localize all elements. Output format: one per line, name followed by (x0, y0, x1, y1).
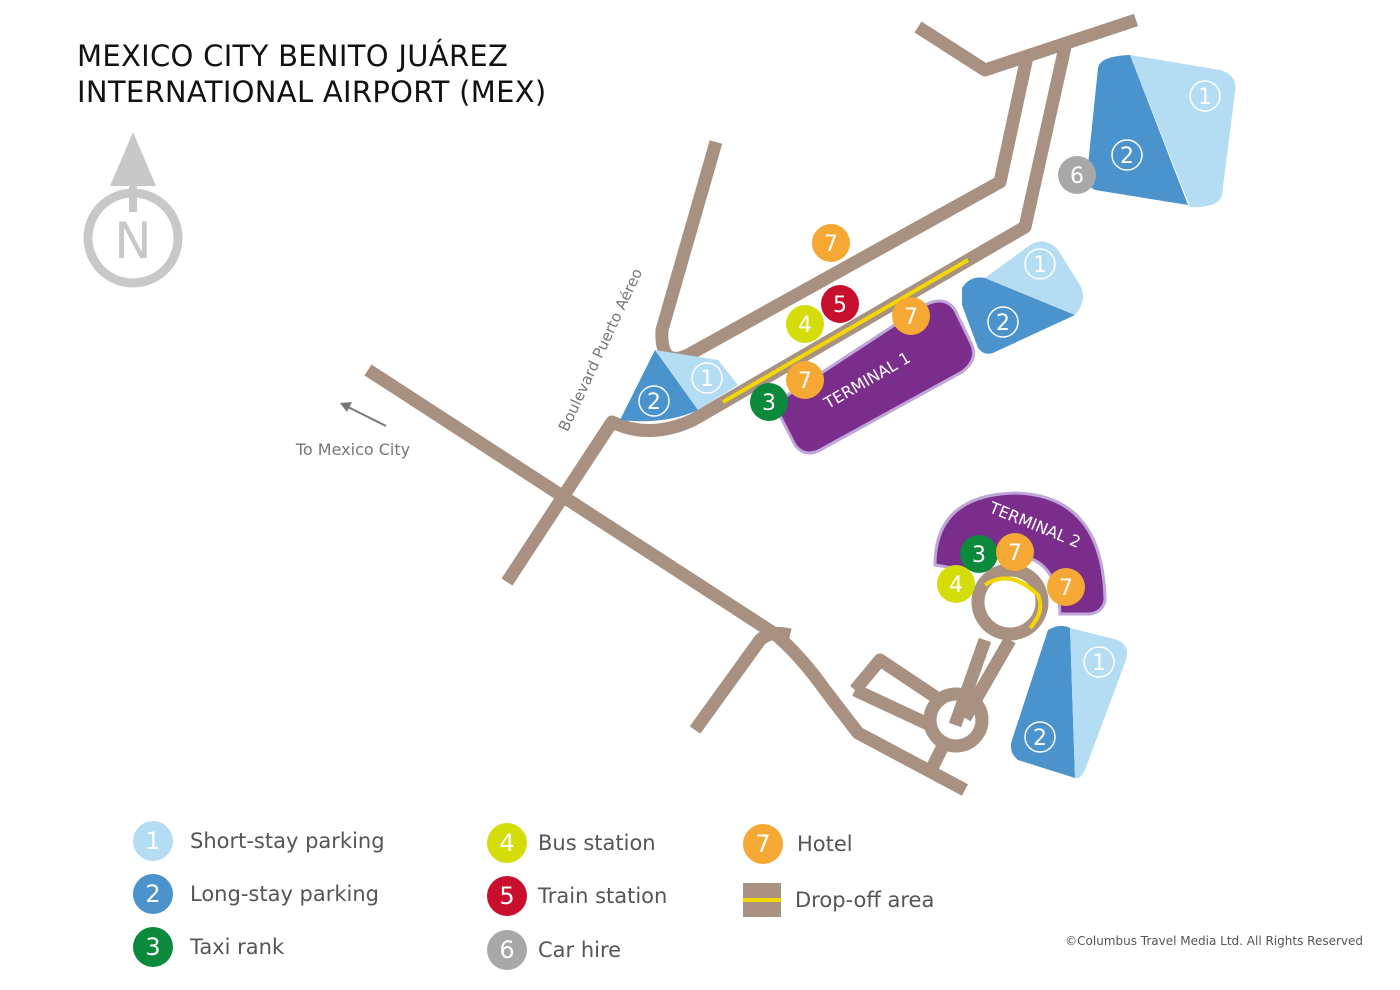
road-top-left (914, 13, 1139, 77)
road-south-exit (924, 745, 948, 775)
legend-label-taxi: Taxi rank (190, 935, 285, 959)
legend-label-bus: Bus station (538, 831, 656, 855)
legend-label-long-stay: Long-stay parking (190, 882, 380, 906)
legend-label-hotel: Hotel (797, 832, 853, 856)
legend-item-short-stay: 1 Short-stay parking (133, 821, 385, 861)
bus-station-icon: 4 (487, 823, 527, 863)
parking-terminal-2 (1010, 625, 1127, 779)
parking-t2-short-stay (1070, 628, 1127, 779)
legend-item-car-hire: 6 Car hire (487, 930, 621, 970)
legend-label-train: Train station (538, 884, 668, 908)
road-loop (850, 653, 944, 731)
road-southwest-spur (689, 626, 792, 734)
copyright-notice: ©Columbus Travel Media Ltd. All Rights R… (1065, 934, 1363, 948)
train-station-icon: 5 (487, 876, 527, 916)
direction-arrowhead-icon (340, 402, 352, 412)
legend-item-bus: 4 Bus station (487, 823, 656, 863)
compass-letter: N (114, 212, 151, 270)
map-title: MEXICO CITY BENITO JUÁREZ INTERNATIONAL … (77, 38, 546, 110)
terminal-1: TERMINAL 1 (772, 299, 976, 455)
legend-label-dropoff: Drop-off area (795, 888, 935, 912)
car-hire-icon: 6 (487, 930, 527, 970)
hotel-icon: 7 (743, 824, 783, 864)
dropoff-area-icon (743, 883, 781, 917)
terminal-1-building (772, 299, 976, 455)
legend-item-taxi: 3 Taxi rank (133, 927, 284, 967)
legend-item-train: 5 Train station (487, 876, 667, 916)
parking-t2-long-stay (1010, 625, 1075, 778)
legend-item-long-stay: 2 Long-stay parking (133, 874, 379, 914)
dropoff-line-terminal-1 (721, 258, 970, 404)
legend-item-dropoff: Drop-off area (743, 880, 934, 920)
parking-north (1086, 55, 1236, 208)
taxi-rank-icon: 3 (133, 927, 173, 967)
north-arrow-shaft (129, 180, 137, 212)
compass: N (83, 132, 183, 288)
legend-label-car-hire: Car hire (538, 938, 622, 962)
north-arrow-icon (110, 132, 156, 186)
roundabout-south (923, 687, 989, 753)
direction-arrow-icon (345, 405, 387, 427)
map-title-line-1: MEXICO CITY BENITO JUÁREZ (77, 39, 509, 73)
short-stay-parking-icon: 1 (133, 821, 173, 861)
roads (364, 13, 1139, 796)
legend-label-short-stay: Short-stay parking (190, 829, 385, 853)
road-southbound (501, 45, 1072, 586)
direction-label: To Mexico City (295, 440, 410, 459)
legend-item-hotel: 7 Hotel (743, 824, 853, 864)
direction-indicator: To Mexico City (295, 402, 410, 459)
dropoff-line-terminal-2 (983, 576, 1043, 630)
map-title-line-2: INTERNATIONAL AIRPORT (MEX) (77, 75, 547, 109)
long-stay-parking-icon: 2 (133, 874, 173, 914)
